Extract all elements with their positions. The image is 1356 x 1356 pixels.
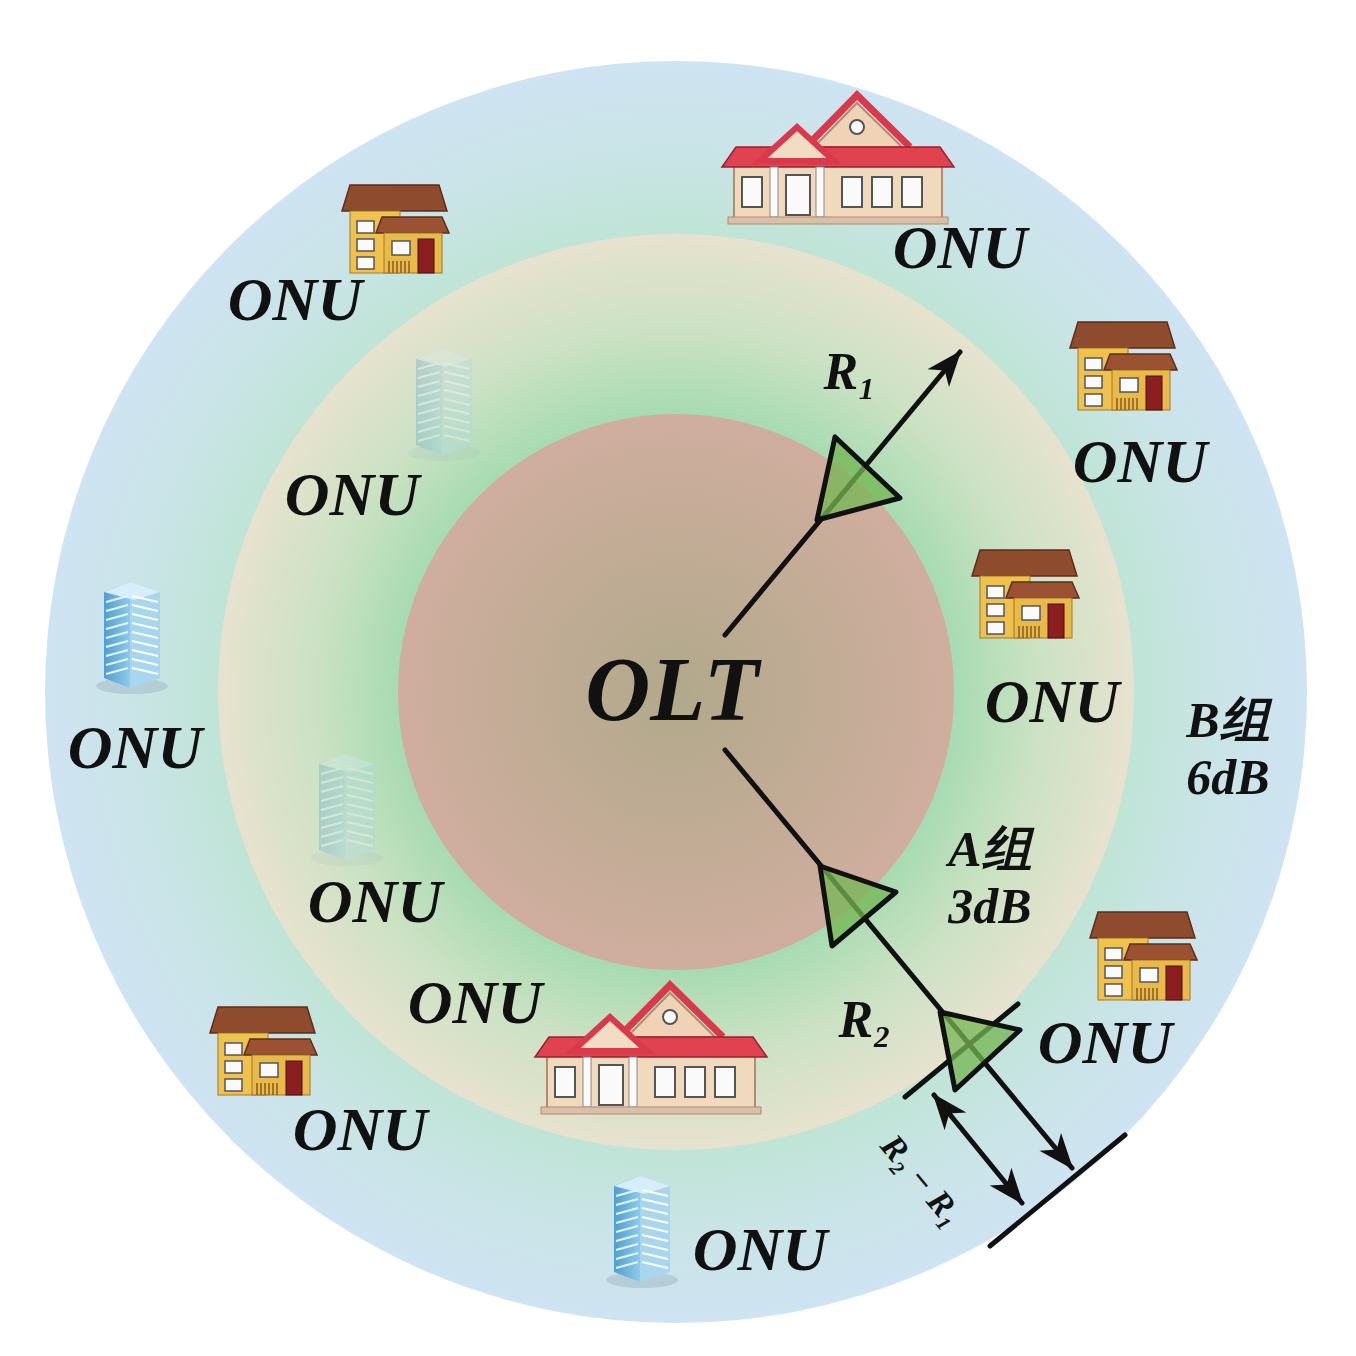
radius-label: R₂: [839, 990, 892, 1050]
tower-icon: [408, 349, 480, 461]
region-fill: [45, 61, 1307, 1323]
region-fill: [398, 414, 954, 970]
villa-icon: [722, 95, 954, 224]
amplifier-symbol: [820, 866, 896, 946]
terminal-label: ONU: [308, 866, 442, 937]
amplifier-symbol: [817, 437, 900, 520]
signal-lines: [725, 352, 1125, 1246]
terminal-label: ONU: [985, 666, 1119, 737]
tower-icon: [606, 1176, 678, 1288]
radius-label: R₁: [824, 342, 877, 402]
tower-icon: [96, 582, 168, 694]
terminal-label: ONU: [68, 712, 202, 783]
buildings: [96, 95, 1197, 1288]
terminal-label: ONU: [893, 212, 1027, 283]
house-icon: [972, 550, 1079, 638]
group-label: B组 6dB: [1163, 692, 1293, 807]
house-icon: [342, 185, 449, 273]
terminal-label: ONU: [1073, 426, 1207, 497]
villa-icon: [535, 985, 767, 1114]
house-icon: [1070, 322, 1177, 410]
house-icon: [210, 1007, 317, 1095]
amplifier-symbol: [940, 1012, 1020, 1090]
terminal-label: ONU: [408, 967, 542, 1038]
station-label: OLT: [585, 638, 758, 742]
terminal-label: ONU: [293, 1094, 427, 1165]
group-label: A组 3dB: [930, 821, 1050, 936]
terminal-label: ONU: [693, 1214, 827, 1285]
house-icon: [1090, 912, 1197, 1000]
terminal-label: ONU: [1038, 1007, 1172, 1078]
amplifiers: [817, 437, 1020, 1090]
terminal-label: ONU: [285, 459, 419, 530]
tower-icon: [311, 754, 383, 866]
region-fill: [218, 234, 1134, 1150]
range-arrow: [725, 750, 1072, 1168]
terminal-label: ONU: [228, 264, 362, 335]
